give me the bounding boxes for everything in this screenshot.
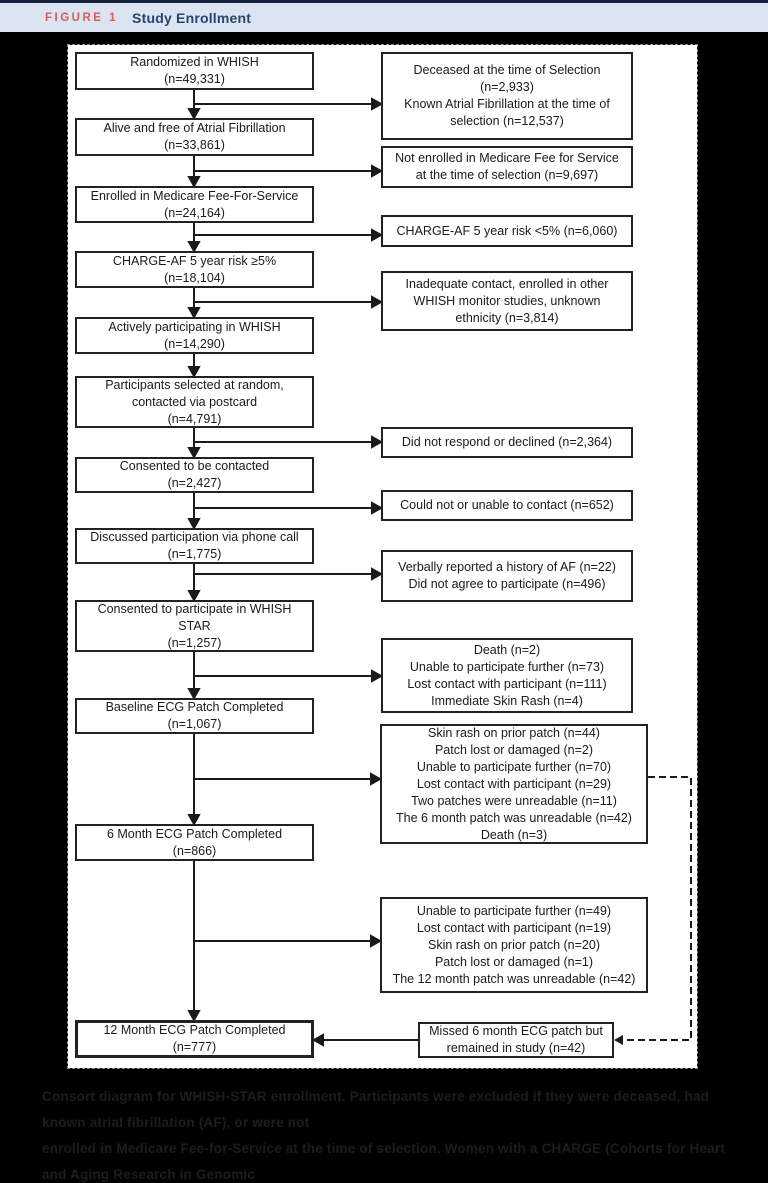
arrow-right-icon bbox=[371, 295, 384, 309]
flow-box-enrolled-medicare: Enrolled in Medicare Fee-For-Service (n=… bbox=[75, 186, 314, 223]
arrow-down-icon bbox=[187, 447, 201, 460]
flow-box-excluded-reported-af: Verbally reported a history of AF (n=22)… bbox=[381, 550, 633, 602]
flow-box-excluded-before-baseline: Death (n=2) Unable to participate furthe… bbox=[381, 638, 633, 713]
arrow-right-icon bbox=[371, 669, 384, 683]
arrow-down-icon bbox=[187, 307, 201, 320]
arrow-right-icon bbox=[371, 501, 384, 515]
flow-box-baseline-ecg-patch: Baseline ECG Patch Completed (n=1,067) bbox=[75, 698, 314, 734]
arrow-down-icon bbox=[187, 241, 201, 254]
arrow-left-icon bbox=[311, 1033, 324, 1047]
flow-box-missed-6-month-remained: Missed 6 month ECG patch but remained in… bbox=[418, 1022, 614, 1058]
flow-box-excluded-before-6-month: Skin rash on prior patch (n=44) Patch lo… bbox=[380, 724, 648, 844]
arrow-down-icon bbox=[187, 176, 201, 189]
arrow-down-icon bbox=[187, 366, 201, 379]
arrow-right-icon bbox=[370, 934, 383, 948]
figure-title: Study Enrollment bbox=[132, 9, 252, 26]
arrow-down-icon bbox=[187, 108, 201, 121]
flow-box-alive-free-af: Alive and free of Atrial Fibrillation (n… bbox=[75, 118, 314, 156]
arrow-down-icon bbox=[187, 814, 201, 827]
arrow-right-icon bbox=[371, 435, 384, 449]
flow-box-excluded-inadequate-contact: Inadequate contact, enrolled in other WH… bbox=[381, 271, 633, 331]
arrow-down-icon bbox=[187, 590, 201, 603]
arrow-down-icon bbox=[187, 1010, 201, 1023]
arrow-right-icon bbox=[371, 97, 384, 111]
arrow-right-icon bbox=[371, 228, 384, 242]
flow-box-actively-participating: Actively participating in WHISH (n=14,29… bbox=[75, 317, 314, 354]
flow-box-excluded-no-response: Did not respond or declined (n=2,364) bbox=[381, 427, 633, 458]
flow-box-6-month-ecg-patch: 6 Month ECG Patch Completed (n=866) bbox=[75, 824, 314, 861]
flowchart-connector-lines bbox=[187, 90, 692, 1047]
flow-box-consented-contacted: Consented to be contacted (n=2,427) bbox=[75, 457, 314, 493]
flow-box-12-month-ecg-patch: 12 Month ECG Patch Completed (n=777) bbox=[75, 1020, 314, 1058]
arrow-left-icon bbox=[614, 1035, 623, 1045]
arrow-down-icon bbox=[187, 688, 201, 701]
flow-box-excluded-low-risk: CHARGE-AF 5 year risk <5% (n=6,060) bbox=[381, 215, 633, 247]
flow-box-charge-af-high-risk: CHARGE-AF 5 year risk ≥5% (n=18,104) bbox=[75, 251, 314, 288]
flow-box-discussed-phone-call: Discussed participation via phone call (… bbox=[75, 528, 314, 564]
flow-box-excluded-before-12-month: Unable to participate further (n=49) Los… bbox=[380, 897, 648, 993]
flow-box-excluded-deceased-known-af: Deceased at the time of Selection (n=2,9… bbox=[381, 52, 633, 140]
arrow-down-icon bbox=[187, 518, 201, 531]
flowchart-panel: Randomized in WHISH (n=49,331) Alive and… bbox=[67, 44, 698, 1069]
flow-box-randomized-whish: Randomized in WHISH (n=49,331) bbox=[75, 52, 314, 90]
flow-box-consented-whish-star: Consented to participate in WHISH STAR (… bbox=[75, 600, 314, 652]
figure-label: FIGURE 1 bbox=[45, 11, 119, 24]
figure-caption: Consort diagram for WHISH-STAR enrollmen… bbox=[42, 1089, 726, 1182]
arrow-right-icon bbox=[371, 164, 384, 178]
arrow-right-icon bbox=[371, 567, 384, 581]
figure-header: FIGURE 1 Study Enrollment bbox=[0, 0, 768, 32]
arrow-right-icon bbox=[370, 772, 383, 786]
flow-box-excluded-unable-contact: Could not or unable to contact (n=652) bbox=[381, 490, 633, 521]
flow-box-excluded-not-medicare: Not enrolled in Medicare Fee for Service… bbox=[381, 146, 633, 188]
flow-box-selected-at-random: Participants selected at random, contact… bbox=[75, 376, 314, 428]
